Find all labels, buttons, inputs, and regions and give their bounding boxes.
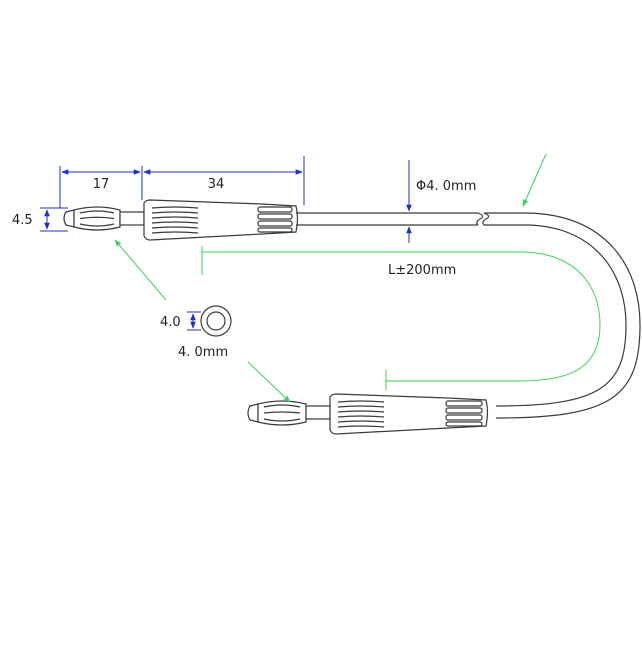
- label-cable-diameter: Φ4. 0mm: [416, 179, 476, 194]
- label-34: 34: [208, 177, 225, 192]
- pointer-top-right: [522, 153, 547, 207]
- label-socket-4-0: 4.0: [160, 315, 181, 330]
- top-plug-tip: [63, 209, 75, 228]
- label-socket-caption: 4. 0mm: [178, 345, 228, 360]
- bottom-banana-plug: [247, 393, 489, 435]
- cable-length-path: [202, 251, 601, 382]
- top-plug-neck: [119, 211, 145, 226]
- bottom-plug-neck: [305, 405, 331, 420]
- bottom-plug-spring: [257, 400, 307, 426]
- labels: 17 34 4.5 Φ4. 0mm L±200mm 4.0 4. 0mm: [12, 177, 476, 360]
- label-cable-length: L±200mm: [388, 263, 456, 278]
- socket-cross-section: [200, 305, 232, 337]
- bottom-plug-tip: [247, 403, 259, 423]
- top-plug-body: [143, 199, 299, 241]
- label-17: 17: [93, 177, 110, 192]
- pointer-top-plug: [114, 239, 167, 301]
- bottom-plug-body: [329, 393, 489, 435]
- bottom-plug-strain-relief: [445, 400, 483, 427]
- dimension-lines: [40, 156, 412, 331]
- top-plug-strain-relief: [257, 206, 293, 233]
- label-4-5: 4.5: [12, 213, 33, 228]
- top-plug-grip-ribs: [151, 206, 199, 234]
- cable: [296, 212, 641, 419]
- top-plug-spring: [73, 206, 121, 231]
- bottom-plug-grip-ribs: [337, 400, 385, 428]
- green-callouts: [114, 153, 601, 403]
- pointer-bottom-plug: [247, 361, 291, 403]
- top-banana-plug: [63, 199, 299, 241]
